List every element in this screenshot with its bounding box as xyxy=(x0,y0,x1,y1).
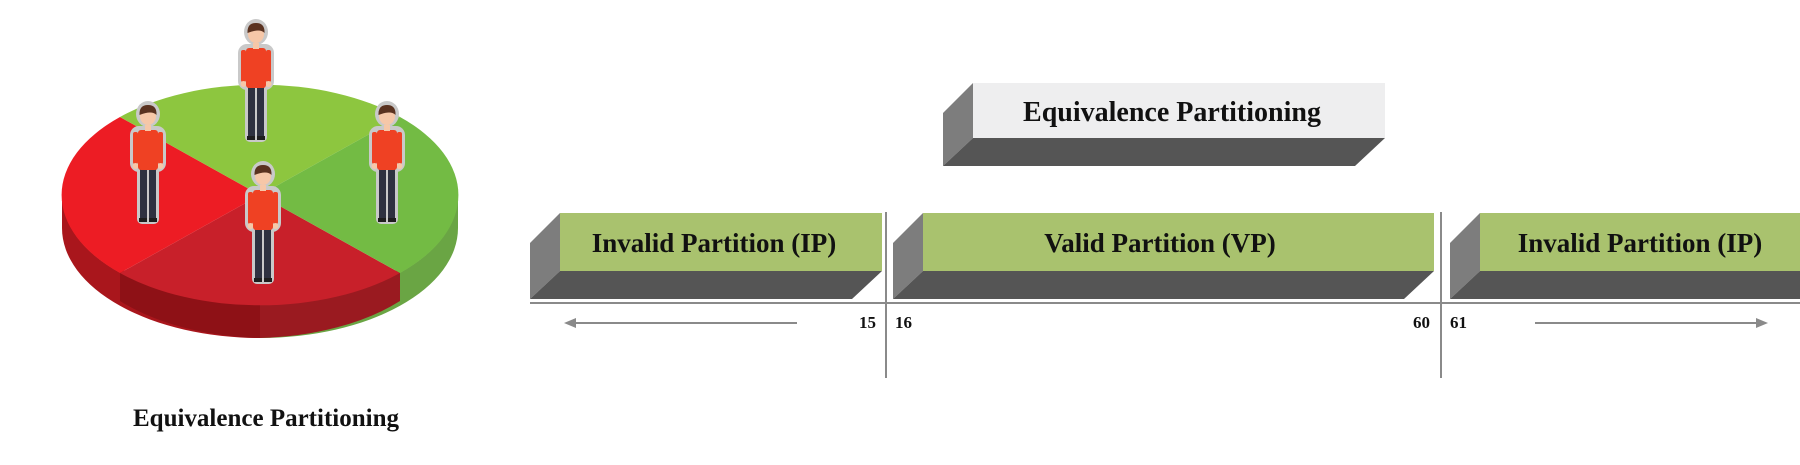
boundary-value: 15 xyxy=(859,313,876,332)
header-box: Equivalence Partitioning xyxy=(943,83,1385,166)
partition-valid: Valid Partition (VP) xyxy=(893,213,1434,299)
partition-invalid-left: Invalid Partition (IP) xyxy=(530,213,882,299)
boundary-value: 16 xyxy=(895,313,912,332)
right-arrow-icon xyxy=(1535,318,1768,328)
header-title: Equivalence Partitioning xyxy=(1023,97,1321,128)
partition-invalid-right: Invalid Partition (IP) xyxy=(1450,213,1800,299)
partition-label: Invalid Partition (IP) xyxy=(1518,228,1763,258)
partition-label: Valid Partition (VP) xyxy=(1044,228,1276,258)
partition-label: Invalid Partition (IP) xyxy=(592,228,837,258)
left-arrow-icon xyxy=(564,318,797,328)
number-line: 15 16 60 61 xyxy=(530,212,1800,378)
boundary-value: 61 xyxy=(1450,313,1467,332)
pie-chart-icon xyxy=(61,19,459,338)
left-caption: Equivalence Partitioning xyxy=(133,405,399,432)
boundary-value: 60 xyxy=(1413,313,1430,332)
